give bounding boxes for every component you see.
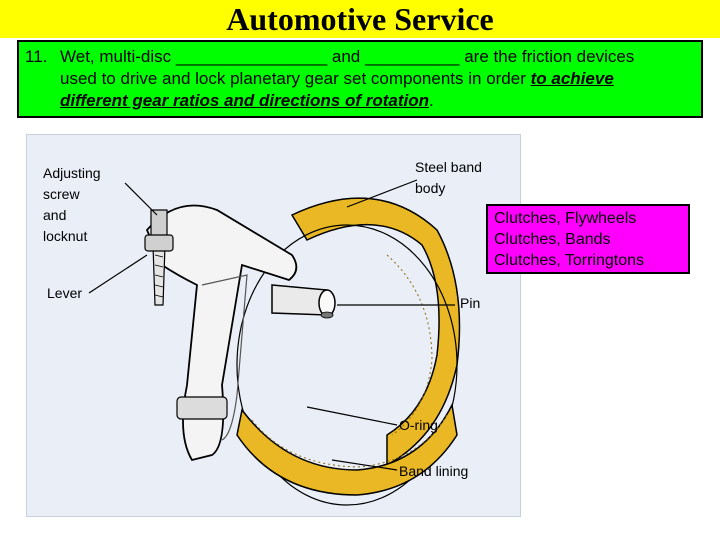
question-number: 11. xyxy=(25,47,48,66)
lever-part xyxy=(145,204,298,462)
leader-lines xyxy=(88,179,455,471)
label-adjusting-2: screw xyxy=(43,186,80,202)
question-box: 11. Wet, multi-disc ________________ and… xyxy=(17,40,703,118)
band-assembly-figure: Adjusting screw and locknut Lever Steel … xyxy=(26,134,521,517)
question-line-2: used to drive and lock planetary gear se… xyxy=(60,69,614,89)
label-pin: Pin xyxy=(460,295,481,311)
band-illustration xyxy=(88,179,461,506)
question-line-2-text: used to drive and lock planetary gear se… xyxy=(60,69,526,88)
title-bar xyxy=(0,0,720,38)
question-emphasis-1: to achieve xyxy=(530,69,614,88)
answer-option-2[interactable]: Clutches, Bands xyxy=(494,231,611,248)
question-line-1: Wet, multi-disc ________________ and ___… xyxy=(60,47,635,66)
label-steel-band-1: Steel band xyxy=(415,159,482,175)
adjusting-screw-part xyxy=(144,209,174,306)
steel-band-body xyxy=(236,197,461,506)
answer-choices: Clutches, Flywheels Clutches, Bands Clut… xyxy=(486,204,690,274)
question-line-3: different gear ratios and directions of … xyxy=(60,91,434,111)
pin-part xyxy=(271,284,336,319)
label-adjusting-1: Adjusting xyxy=(43,165,101,181)
label-adjusting-3: and xyxy=(43,207,67,223)
label-band-lining: Band lining xyxy=(399,463,469,479)
page-title: Automotive Service xyxy=(226,1,494,37)
label-lever: Lever xyxy=(47,285,83,301)
question-line-3-tail: . xyxy=(429,91,434,110)
answer-option-3[interactable]: Clutches, Torringtons xyxy=(494,252,644,269)
answer-option-1[interactable]: Clutches, Flywheels xyxy=(494,210,637,227)
label-adjusting-4: locknut xyxy=(43,228,88,244)
label-steel-band-2: body xyxy=(415,180,446,196)
question-emphasis-2: different gear ratios and directions of … xyxy=(60,91,430,110)
label-o-ring: O-ring xyxy=(399,417,438,433)
